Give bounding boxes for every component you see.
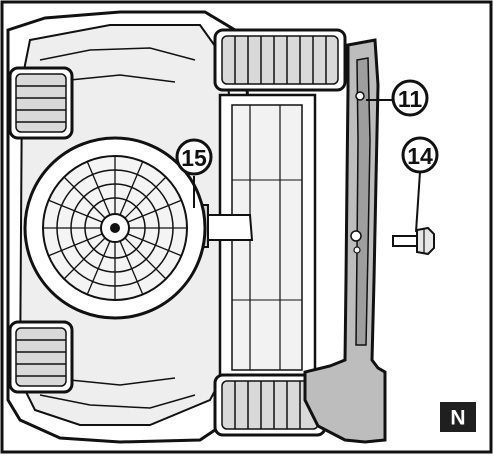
wheels	[8, 28, 347, 437]
blade-center-hole	[350, 230, 362, 242]
callout-11: 11	[391, 79, 429, 117]
bolt-head	[416, 226, 435, 256]
figure-badge-label: N	[450, 407, 465, 430]
leader-line-14	[415, 171, 421, 233]
callout-15-label: 15	[181, 145, 207, 171]
wheel-bottom-left-tread	[15, 327, 67, 387]
bolt	[392, 226, 435, 256]
callout-11-label: 11	[398, 86, 423, 112]
figure-badge-box	[440, 402, 476, 432]
blade-hole-bottom	[353, 246, 361, 254]
wheel-top-left-grooves	[16, 85, 66, 123]
bolt-shaft	[392, 235, 418, 247]
blade-ridge	[355, 57, 371, 346]
wheel-top-left-tread	[15, 73, 67, 133]
wheel-top-right-tread	[221, 35, 339, 85]
deck-rib-1	[39, 47, 196, 61]
callout-11-circle	[391, 79, 429, 117]
fan-spokes	[43, 156, 187, 300]
callout-14-label: 14	[407, 143, 433, 169]
fan-axle	[110, 223, 120, 233]
figure-badge: N	[440, 402, 476, 432]
blade	[303, 38, 387, 444]
callout-15-circle	[175, 138, 213, 176]
wheel-bottom-left-grooves	[16, 339, 66, 377]
callout-14-circle	[401, 136, 439, 174]
blade-hole-top	[355, 91, 365, 101]
deck-rib-4	[39, 394, 196, 409]
wheel-bottom-right-grooves	[234, 381, 301, 429]
wheel-top-right-grooves	[234, 36, 327, 84]
callout-14: 14	[401, 136, 439, 174]
callout-15: 15	[175, 138, 213, 176]
